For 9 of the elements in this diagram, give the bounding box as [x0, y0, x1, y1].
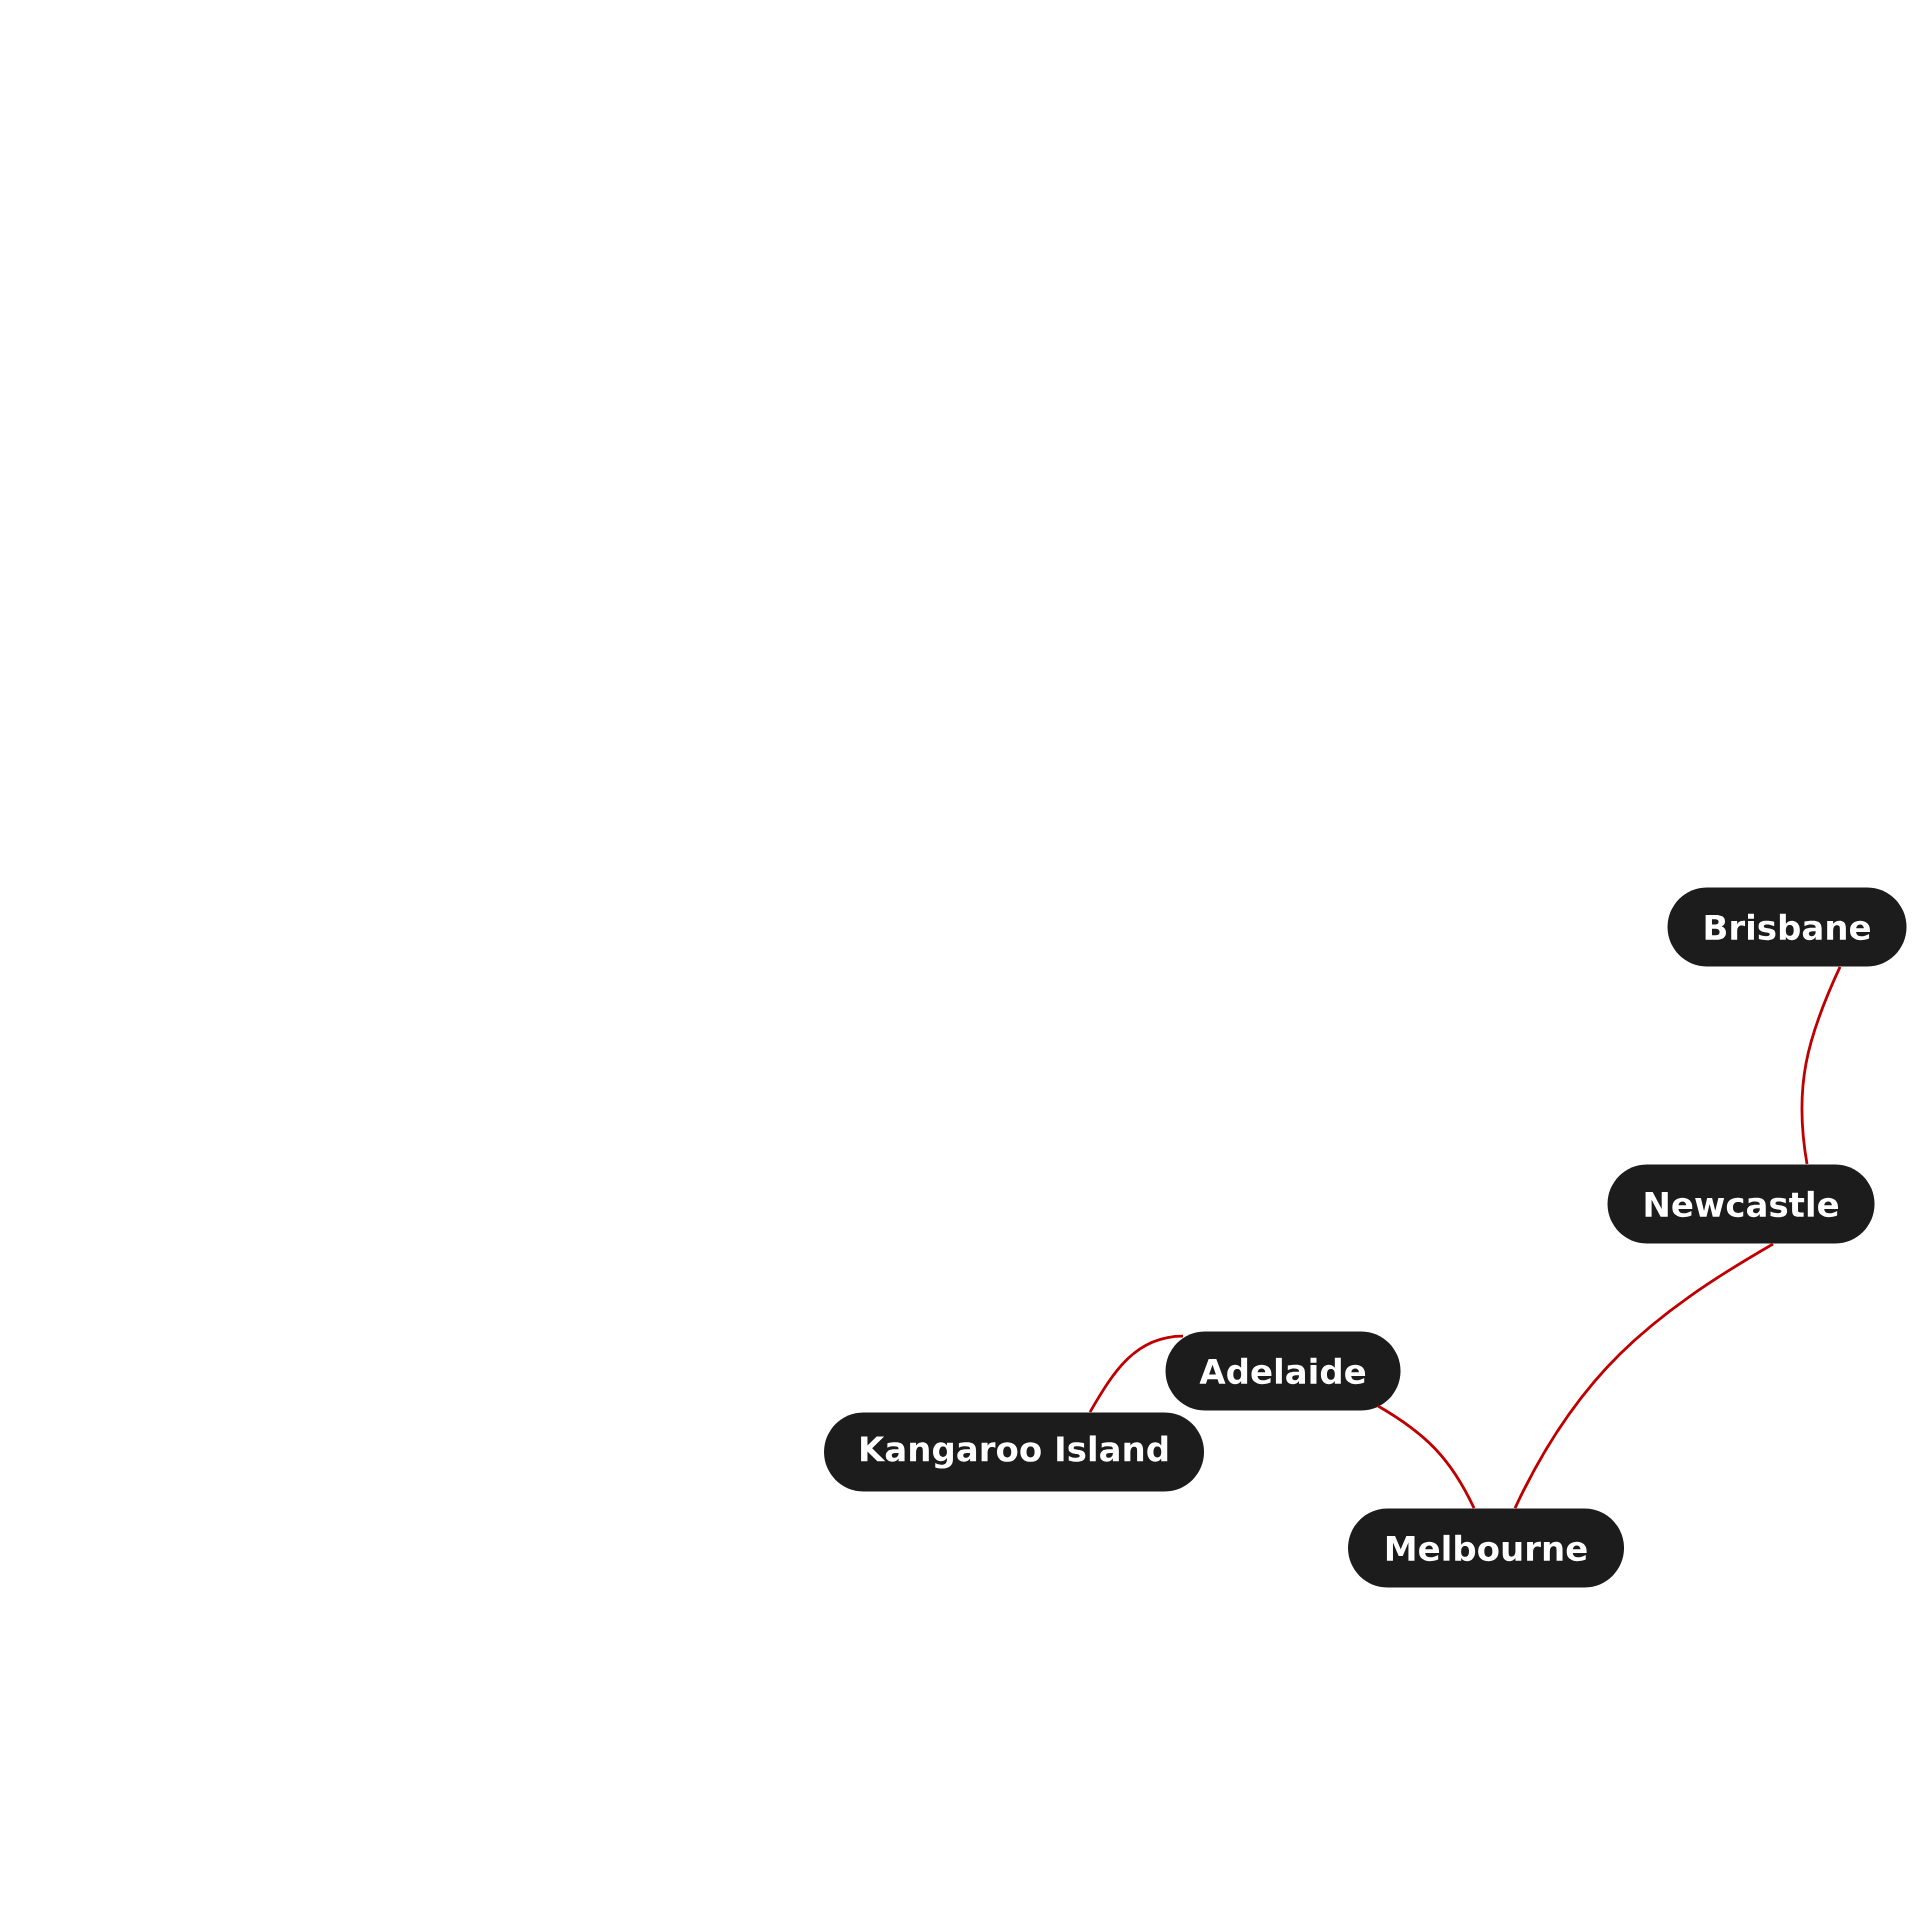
place-label: Newcastle: [1607, 1164, 1875, 1244]
connector-line: [1513, 1242, 1774, 1509]
connector-line: [1800, 966, 1842, 1165]
connector-line: [1088, 1334, 1184, 1413]
place-label: Adelaide: [1165, 1331, 1401, 1411]
place-label: Kangaroo Island: [824, 1412, 1204, 1492]
connector-line: [1377, 1404, 1476, 1509]
place-label: Melbourne: [1348, 1508, 1625, 1588]
place-label: Brisbane: [1667, 887, 1907, 967]
